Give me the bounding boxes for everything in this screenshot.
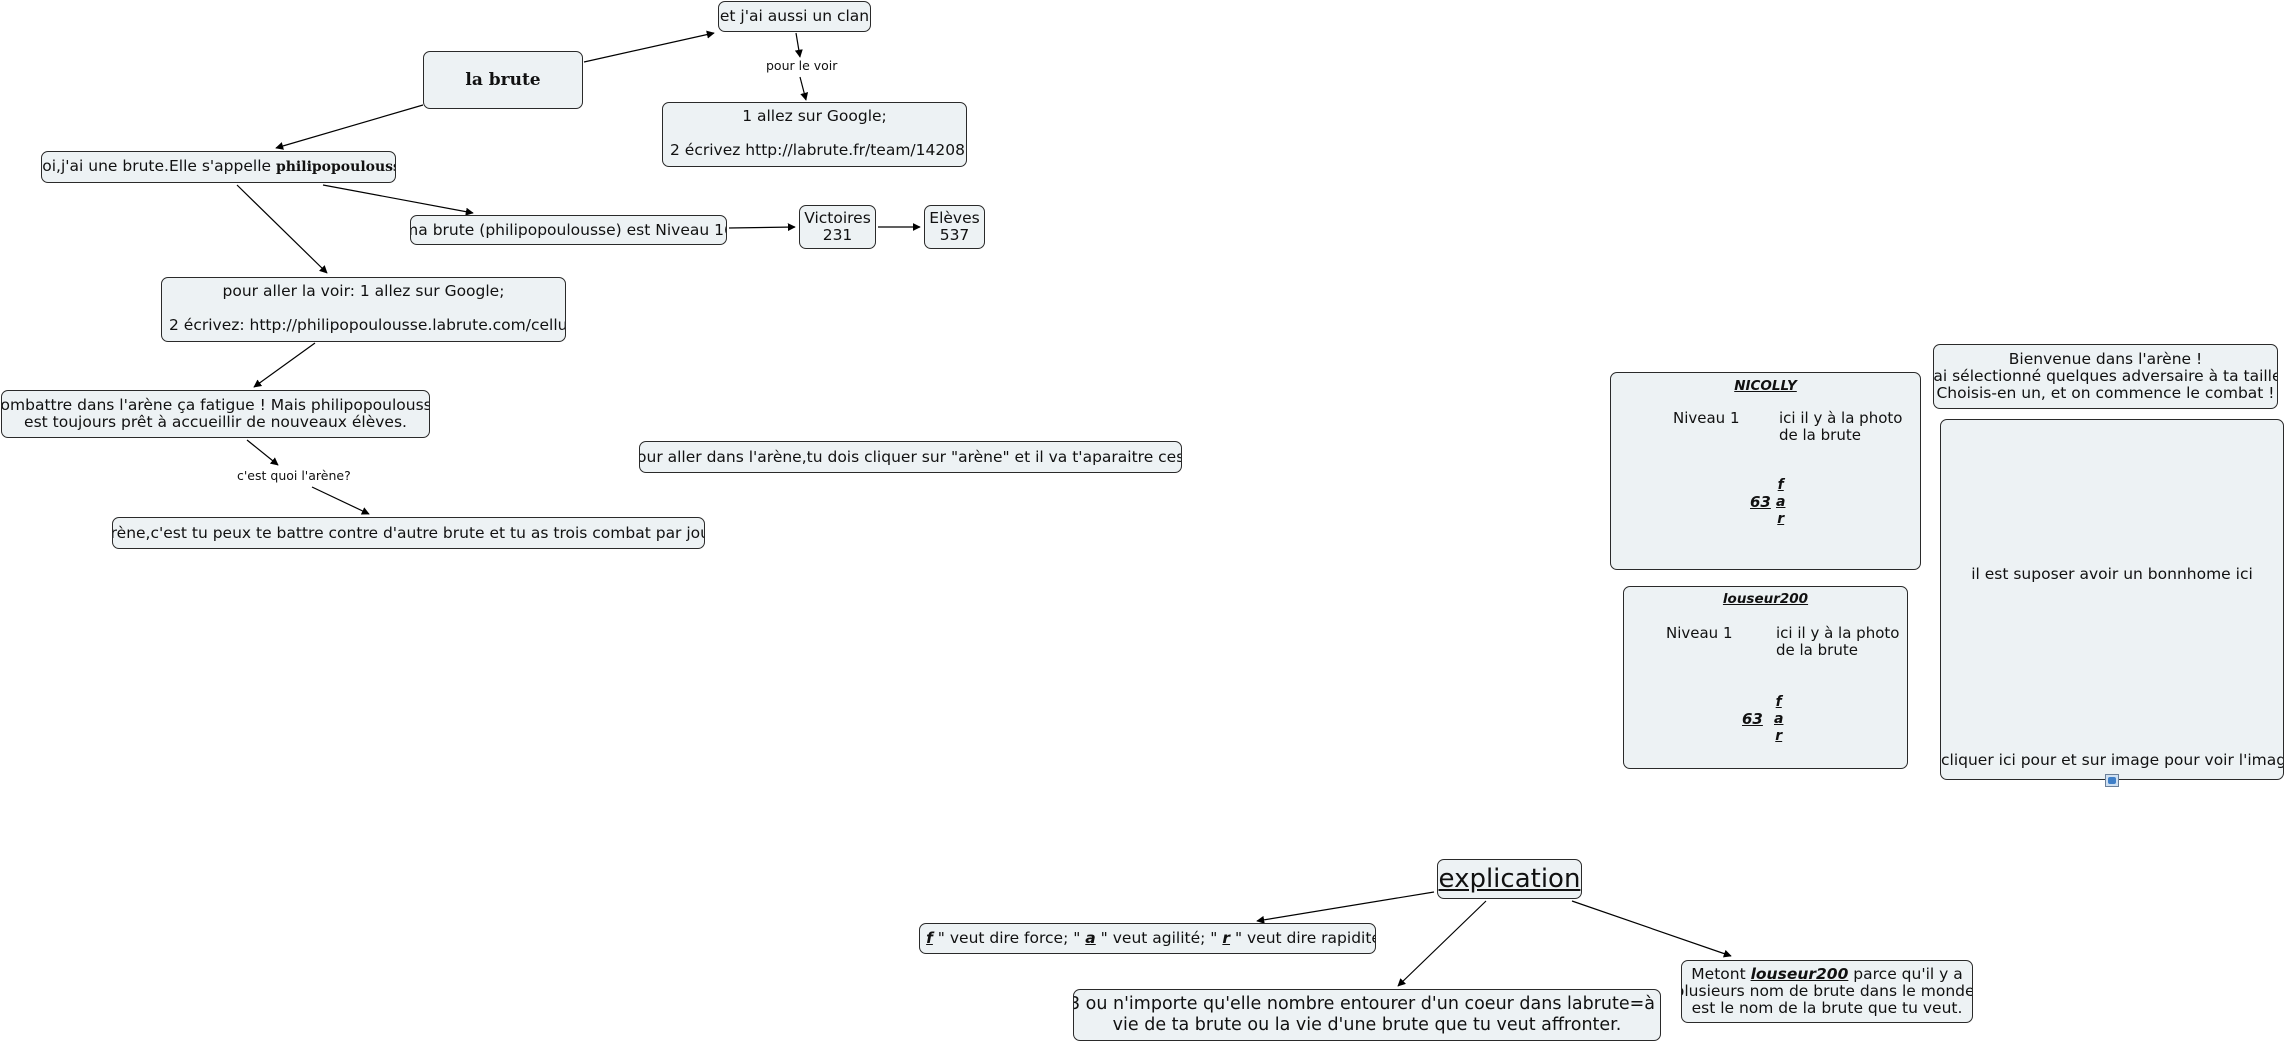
victoires-value: 231 (822, 226, 853, 244)
metont-line2: plusieurs nom de brute dans le monde, (1681, 982, 1973, 1000)
welcome-line2: J'ai sélectionné quelques adversaire à t… (1933, 367, 2278, 385)
welcome-line3: Choisis-en un, et on commence le combat … (1936, 384, 2275, 402)
node-arene-click[interactable]: pour aller dans l'arène,tu dois cliquer … (639, 441, 1182, 473)
node-moi-brute[interactable]: moi,j'ai une brute.Elle s'appelle philip… (41, 151, 396, 183)
node-google-team[interactable]: 1 allez sur Google; 2 écrivez http://lab… (662, 102, 967, 167)
edge-explication-fa (1256, 891, 1435, 924)
victoires-label: Victoires (804, 209, 871, 227)
edge-voir-combattre (253, 342, 316, 388)
card-name: louseur200 (1722, 591, 1809, 607)
node-coeur[interactable]: 63 ou n'importe qu'elle nombre entourer … (1073, 989, 1661, 1041)
coeur-line1: 63 ou n'importe qu'elle nombre entourer … (1073, 994, 1661, 1014)
edge-moi-niveau (322, 184, 474, 216)
card-level: Niveau 1 (1673, 409, 1740, 427)
node-explication[interactable]: explication (1437, 859, 1582, 899)
edge-explication-metont (1571, 900, 1732, 958)
node-image-box[interactable]: il est suposer avoir un bonnhome ici cli… (1940, 419, 2284, 780)
card-level: Niveau 1 (1666, 624, 1733, 642)
metont-line3: est le nom de la brute que tu veut. (1691, 999, 1963, 1017)
card-stat-r: r (1777, 511, 1785, 527)
explication-title: explication (1438, 864, 1581, 894)
niveau-text: ma brute (philipopoulousse) est Niveau 1… (410, 220, 727, 239)
image-box-caption: cliquer ici pour et sur image pour voir … (1941, 751, 2284, 769)
card-photo-line2: de la brute (1779, 426, 1861, 444)
la-brute-title: la brute (465, 69, 541, 90)
card-stat-r: r (1775, 728, 1783, 744)
coeur-line2: vie de ta brute ou la vie d'une brute qu… (1112, 1015, 1622, 1035)
card-life-value: 63 (1742, 710, 1763, 728)
metont-name: louseur200 (1750, 965, 1849, 983)
card-photo-line1: ici il y à la photo (1779, 409, 1903, 427)
edge-label-pour-le-voir: pour le voir (766, 58, 838, 73)
image-box-text: il est suposer avoir un bonnhome ici (1971, 565, 2253, 583)
moi-text: moi,j'ai une brute.Elle s'appelle (41, 157, 276, 175)
eleves-value: 537 (939, 226, 970, 244)
node-force-agilite[interactable]: " f " veut dire force; " a " veut agilit… (919, 923, 1376, 954)
fa-text-2: " veut dire force; " (932, 929, 1086, 947)
card-nicolly[interactable]: NICOLLY Niveau 1 ici il y à la photo de … (1610, 372, 1921, 570)
node-eleves[interactable]: Elèves 537 (924, 205, 985, 249)
arene-click-text: pour aller dans l'arène,tu dois cliquer … (639, 447, 1182, 466)
arene-def-text: l'arène,c'est tu peux te battre contre d… (112, 523, 705, 542)
clan-text: et j'ai aussi un clan (719, 7, 870, 25)
fa-text-3: " veut agilité; " (1095, 929, 1223, 947)
fa-a: a (1085, 929, 1096, 947)
google-team-line1: 1 allez sur Google; (742, 107, 887, 125)
edge-combattre-question (246, 439, 279, 466)
edge-moi-voir (236, 184, 328, 274)
edge-brute-moi (275, 104, 424, 150)
fa-text-1: " (920, 929, 926, 947)
image-attachment-icon[interactable] (2105, 774, 2119, 787)
google-team-line2: 2 écrivez http://labrute.fr/team/142087 (670, 141, 967, 159)
welcome-line1: Bienvenue dans l'arène ! (2008, 350, 2203, 368)
combattre-line1: Combattre dans l'arène ça fatigue ! Mais… (1, 396, 430, 414)
card-stat-a: a (1774, 711, 1784, 727)
node-welcome[interactable]: Bienvenue dans l'arène ! J'ai sélectionn… (1933, 344, 2278, 409)
edge-clan-label (794, 32, 803, 58)
voir-line1: pour aller la voir: 1 allez sur Google; (222, 282, 505, 300)
node-combattre[interactable]: Combattre dans l'arène ça fatigue ! Mais… (1, 390, 430, 438)
card-life-value: 63 (1750, 493, 1771, 511)
edge-niveau-victoires (728, 223, 796, 232)
eleves-label: Elèves (929, 209, 980, 227)
card-photo-line2: de la brute (1776, 641, 1858, 659)
card-photo-line1: ici il y à la photo (1776, 624, 1900, 642)
edge-label-arene-question: c'est quoi l'arène? (237, 468, 351, 483)
edge-explication-coeur (1397, 900, 1487, 987)
node-metont[interactable]: Metont louseur200 parce qu'il y a plusie… (1681, 960, 1973, 1023)
fa-text-4: " veut dire rapidité (1230, 929, 1376, 947)
fa-f: f (926, 929, 933, 947)
node-victoires[interactable]: Victoires 231 (799, 205, 876, 249)
fa-r: r (1222, 929, 1231, 947)
node-niveau[interactable]: ma brute (philipopoulousse) est Niveau 1… (410, 215, 727, 245)
node-voir-cellule[interactable]: pour aller la voir: 1 allez sur Google; … (161, 277, 566, 342)
card-name: NICOLLY (1734, 378, 1797, 394)
metont-text-1: Metont (1691, 965, 1751, 983)
card-stat-f: f (1775, 694, 1782, 710)
card-stat-a: a (1776, 494, 1786, 510)
edge-brute-clan (583, 30, 715, 63)
moi-brute-name: philipopoulousse (275, 159, 395, 175)
combattre-line2: est toujours prêt à accueillir de nouvea… (24, 413, 407, 431)
card-louseur200[interactable]: louseur200 Niveau 1 ici il y à la photo … (1623, 586, 1908, 769)
edge-label-google (799, 76, 809, 101)
node-clan[interactable]: et j'ai aussi un clan (718, 1, 871, 32)
node-la-brute[interactable]: la brute (423, 51, 583, 109)
metont-text-2: parce qu'il y a (1848, 965, 1963, 983)
voir-line2: 2 écrivez: http://philipopoulousse.labru… (169, 316, 566, 334)
node-arene-def[interactable]: l'arène,c'est tu peux te battre contre d… (112, 517, 705, 549)
edge-question-arene (311, 486, 370, 515)
card-stat-f: f (1777, 477, 1784, 493)
